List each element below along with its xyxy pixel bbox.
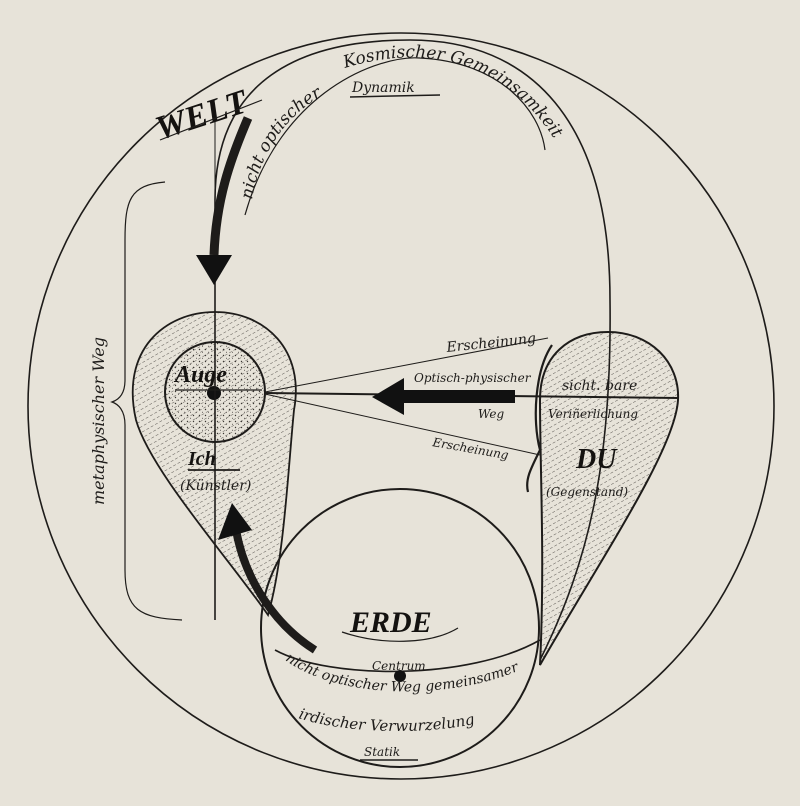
- erde-underline: [341, 627, 459, 642]
- ich-label: Ich: [187, 448, 216, 470]
- centrum-label: Centrum: [372, 659, 426, 673]
- inner-arc: [244, 57, 546, 216]
- optical-path-label-b: Weg: [478, 407, 504, 421]
- welt-arrowhead: [196, 255, 232, 285]
- statik-label: Statik: [364, 745, 400, 759]
- metaphysical-brace: [110, 181, 183, 621]
- erscheinung-top-label: Erscheinung: [445, 331, 537, 356]
- sichtbare-label: sicht. bare: [562, 378, 637, 394]
- du-label: DU: [575, 444, 618, 475]
- auge-dot: [207, 386, 221, 400]
- optical-arrow-shaft: [400, 390, 515, 403]
- du-teardrop: [538, 330, 680, 666]
- du-bracket: [526, 344, 553, 493]
- sight-line-top: [264, 337, 549, 393]
- earth-path-label-b: irdischer Verwurzelung: [297, 705, 476, 735]
- sight-line-bottom: [264, 393, 541, 456]
- dynamik-label: Dynamik: [351, 80, 415, 96]
- erde-circle: [260, 488, 540, 768]
- welt-arrow-shaft: [209, 116, 253, 256]
- welt-underline: [159, 99, 263, 141]
- earth-arrowhead: [218, 503, 252, 540]
- gegenstand-label: (Gegenstand): [546, 485, 628, 499]
- verinnerlichung-label: Veriñerlichung: [548, 407, 638, 421]
- outer-world-circle: [27, 32, 775, 780]
- auge-label: Auge: [173, 362, 227, 388]
- erde-label: ERDE: [349, 606, 432, 639]
- cosmic-path-label-a: nicht optischer Weg: [0, 0, 329, 201]
- kuenstler-label: (Künstler): [180, 478, 251, 494]
- earth-arrow-shaft: [232, 529, 318, 654]
- dynamik-underline: [349, 94, 441, 98]
- metaphysical-label: metaphysischer Weg: [89, 337, 108, 505]
- optical-arrowhead: [372, 378, 404, 415]
- optical-path-label-a: Optisch-physischer: [414, 371, 532, 385]
- centrum-dot: [394, 670, 406, 682]
